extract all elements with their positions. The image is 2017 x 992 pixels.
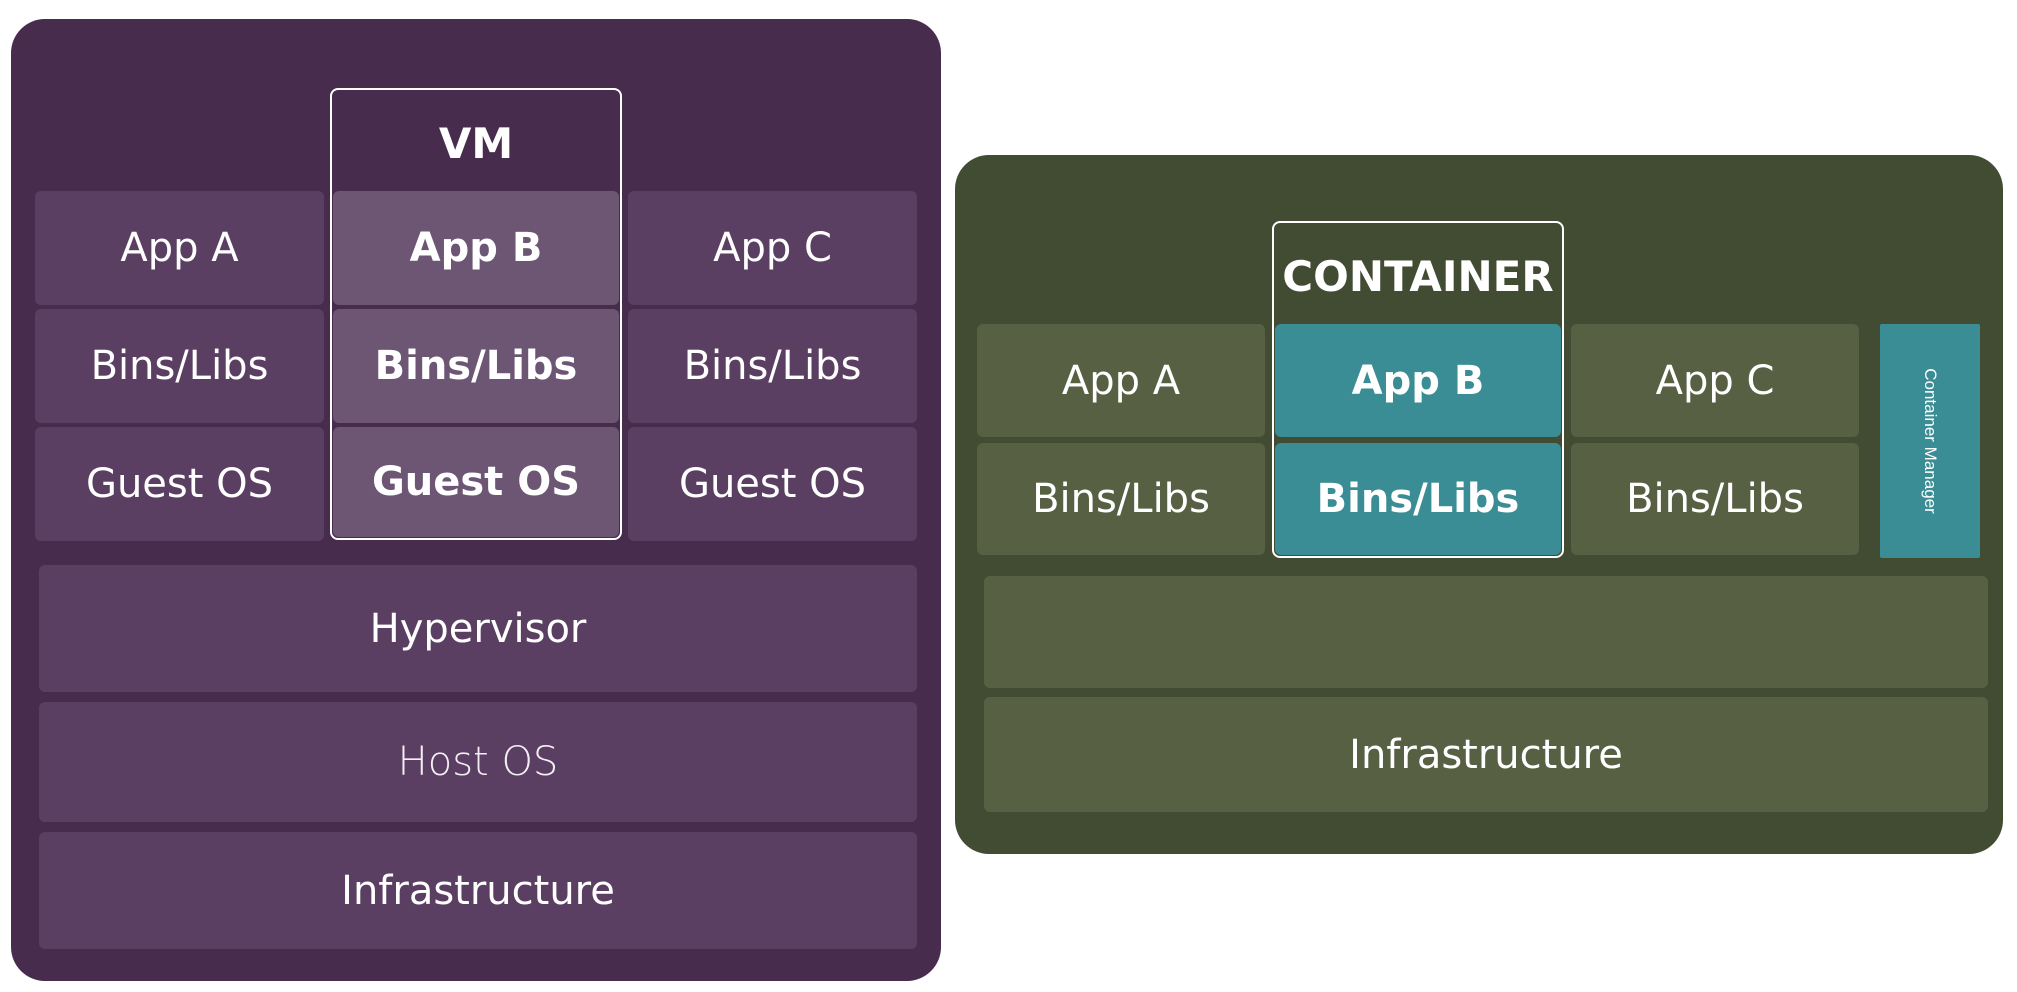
vm-title: VM bbox=[438, 118, 514, 168]
container-bins-libs-b: Bins/Libs bbox=[1275, 443, 1561, 555]
container-infrastructure: Infrastructure bbox=[984, 697, 1988, 812]
container-engine-layer bbox=[984, 576, 1988, 688]
container-highlight-outline bbox=[1272, 221, 1564, 558]
container-manager: Container Manager bbox=[1880, 324, 1980, 558]
vm-guest-os-a: Guest OS bbox=[35, 427, 324, 541]
container-manager-label: Container Manager bbox=[1921, 368, 1940, 514]
vm-infrastructure: Infrastructure bbox=[39, 832, 917, 949]
container-app-b: App B bbox=[1275, 324, 1561, 437]
vm-guest-os-c: Guest OS bbox=[628, 427, 917, 541]
vm-app-b: App B bbox=[333, 191, 619, 305]
container-app-c: App C bbox=[1571, 324, 1859, 437]
vm-bins-libs-c: Bins/Libs bbox=[628, 309, 917, 423]
vm-guest-os-b: Guest OS bbox=[333, 427, 619, 537]
container-bins-libs-a: Bins/Libs bbox=[977, 443, 1265, 555]
vm-app-c: App C bbox=[628, 191, 917, 305]
vm-highlight-outline bbox=[330, 88, 622, 540]
vm-bins-libs-a: Bins/Libs bbox=[35, 309, 324, 423]
container-title: CONTAINER bbox=[1282, 251, 1554, 301]
container-bins-libs-c: Bins/Libs bbox=[1571, 443, 1859, 555]
vm-bins-libs-b: Bins/Libs bbox=[333, 309, 619, 423]
container-app-a: App A bbox=[977, 324, 1265, 437]
vm-app-a: App A bbox=[35, 191, 324, 305]
vm-hypervisor: Hypervisor bbox=[39, 565, 917, 692]
vm-host-os: Host OS bbox=[39, 702, 917, 822]
